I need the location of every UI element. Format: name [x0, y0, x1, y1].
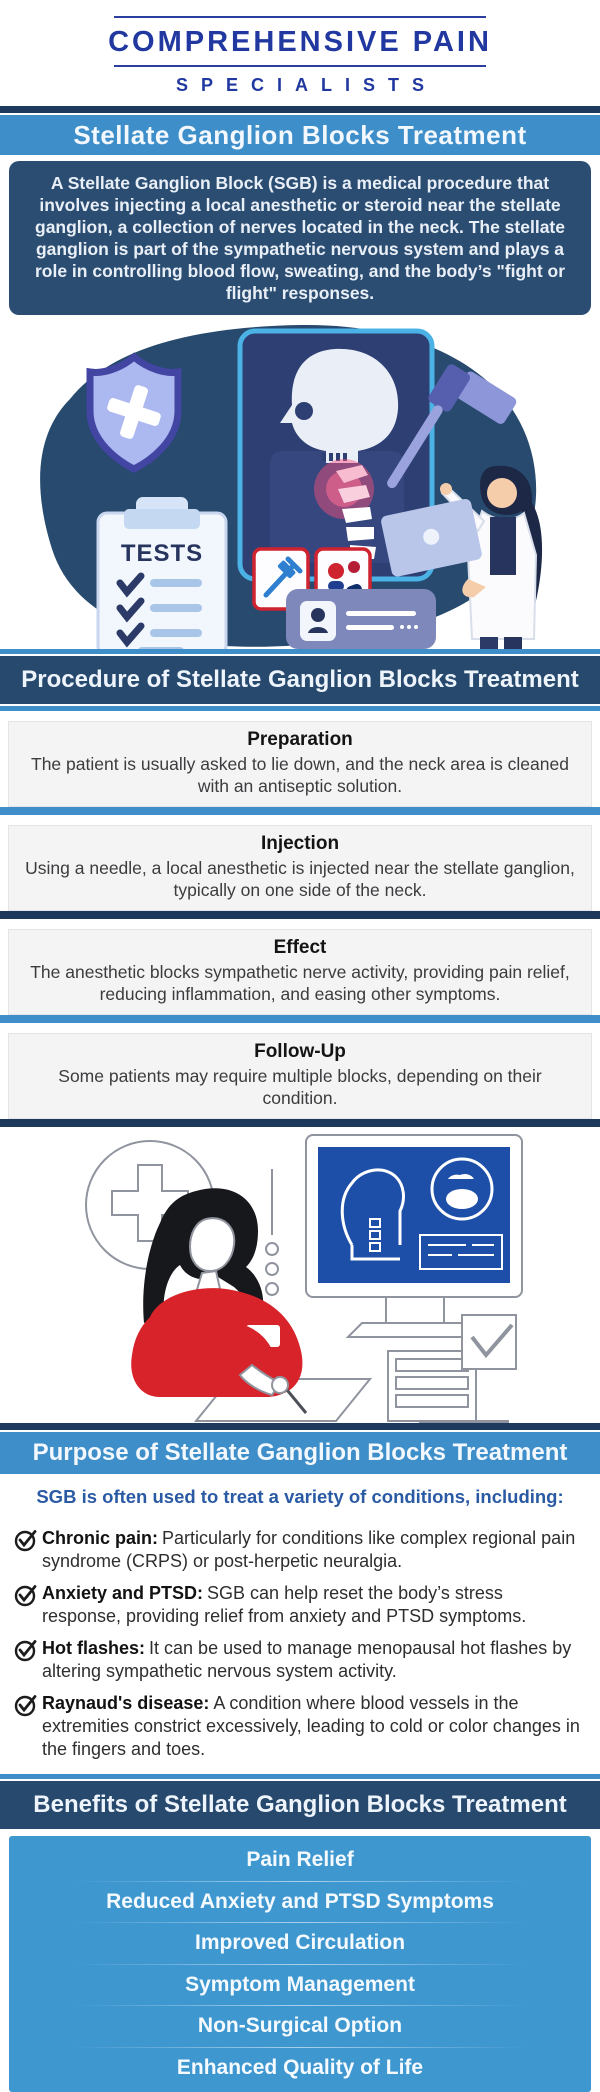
condition-text: A condition where blood vessels in the e… [42, 1693, 580, 1759]
step-title: Injection [260, 833, 340, 854]
step-title: Effect [273, 937, 327, 958]
page-title: Stellate Ganglion Blocks Treatment [0, 115, 600, 155]
benefit-item: Symptom Management [185, 1972, 415, 1996]
step-title: Preparation [247, 729, 353, 750]
doctor-review-illustration [85, 1134, 523, 1423]
benefit-divider [73, 2046, 527, 2048]
step-divider [0, 1015, 600, 1023]
benefit-item: Improved Circulation [194, 1931, 406, 1955]
patient-record-phone [286, 589, 436, 649]
check-circle-icon [14, 1528, 38, 1557]
condition-text: It can be used to manage menopausal hot … [42, 1638, 572, 1681]
procedure-top-strip [0, 649, 600, 654]
brand-subtitle: SPECIALISTS [175, 75, 438, 95]
condition-item-raynauds: Raynaud's disease:A condition where bloo… [14, 1692, 586, 1761]
intro-text: A Stellate Ganglion Block (SGB) is a med… [34, 173, 566, 303]
procedure-section: Procedure of Stellate Ganglion Blocks Tr… [0, 649, 600, 1127]
purpose-top-strip [0, 1423, 600, 1430]
procedure-header: Procedure of Stellate Ganglion Blocks Tr… [0, 656, 600, 704]
condition-item-hot-flashes: Hot flashes:It can be used to manage men… [14, 1637, 586, 1683]
step-divider [0, 911, 600, 919]
condition-label: Chronic pain: [42, 1528, 158, 1548]
tests-clipboard: TESTS [96, 497, 228, 649]
procedure-step-card-followup: Follow-Up Some patients may require mult… [8, 1033, 592, 1119]
procedure-step-card-preparation: Preparation The patient is usually asked… [8, 721, 592, 807]
condition-text: Particularly for conditions like complex… [42, 1528, 576, 1571]
pointer-tool-icon [387, 364, 517, 489]
sgb-procedure-illustration: TESTS [40, 324, 543, 649]
procedure-step-card-effect: Effect The anesthetic blocks sympathetic… [8, 929, 592, 1015]
step-divider [0, 807, 600, 815]
logo-rule-bottom [114, 65, 486, 67]
condition-label: Raynaud's disease: [42, 1693, 210, 1713]
purpose-section: Purpose of Stellate Ganglion Blocks Trea… [0, 1432, 600, 1774]
check-circle-icon [14, 1693, 38, 1722]
nurse-figure [131, 1188, 308, 1414]
conditions-list: Chronic pain:Particularly for conditions… [0, 1512, 600, 1774]
condition-label: Anxiety and PTSD: [42, 1583, 204, 1603]
intro-box: A Stellate Ganglion Block (SGB) is a med… [9, 161, 591, 315]
check-circle-icon [14, 1583, 38, 1612]
xray-tablet [237, 328, 435, 582]
benefit-item: Pain Relief [246, 1848, 354, 1872]
step-text: Using a needle, a local anesthetic is in… [25, 858, 575, 900]
skull-xray [280, 348, 399, 463]
procedure-bottom-strip [0, 706, 600, 711]
brand-name: COMPREHENSIVE PAIN [108, 26, 492, 58]
benefit-divider [73, 1922, 527, 1923]
benefit-divider [73, 1880, 527, 1882]
checklist-checkmarks [116, 572, 145, 648]
brand-header: COMPREHENSIVE PAIN SPECIALISTS [0, 0, 600, 106]
checklist-lines [138, 579, 202, 649]
purpose-lead: SGB is often used to treat a variety of … [36, 1486, 564, 1507]
step-text: The patient is usually asked to lie down… [31, 754, 569, 796]
clipboard-label: TESTS [121, 540, 203, 567]
logo-rule-top [114, 16, 486, 18]
benefit-item: Enhanced Quality of Life [176, 2055, 424, 2079]
benefit-item: Reduced Anxiety and PTSD Symptoms [106, 1889, 494, 1913]
benefits-header: Benefits of Stellate Ganglion Blocks Tre… [0, 1781, 600, 1829]
condition-item-anxiety-ptsd: Anxiety and PTSD:SGB can help reset the … [14, 1582, 586, 1628]
condition-text: SGB can help reset the body’s stress res… [42, 1583, 527, 1626]
medical-shield-icon [86, 352, 182, 473]
doctor-figure [381, 465, 543, 649]
step-divider [0, 1119, 600, 1127]
benefit-divider [73, 2005, 527, 2006]
benefits-section: Benefits of Stellate Ganglion Blocks Tre… [0, 1774, 600, 2092]
step-text: Some patients may require multiple block… [58, 1066, 542, 1108]
procedure-step-card-injection: Injection Using a needle, a local anesth… [8, 825, 592, 911]
step-text: The anesthetic blocks sympathetic nerve … [30, 962, 570, 1004]
benefits-list: Pain Relief Reduced Anxiety and PTSD Sym… [9, 1836, 591, 2092]
condition-label: Hot flashes: [42, 1638, 146, 1658]
benefit-divider [73, 1963, 527, 1965]
condition-item-chronic-pain: Chronic pain:Particularly for conditions… [14, 1527, 586, 1573]
benefits-top-strip [0, 1774, 600, 1779]
step-title: Follow-Up [254, 1041, 346, 1062]
benefit-item: Non-Surgical Option [197, 2014, 403, 2038]
top-navy-strip [0, 106, 600, 113]
check-circle-icon [14, 1638, 38, 1667]
purpose-header: Purpose of Stellate Ganglion Blocks Trea… [0, 1432, 600, 1474]
